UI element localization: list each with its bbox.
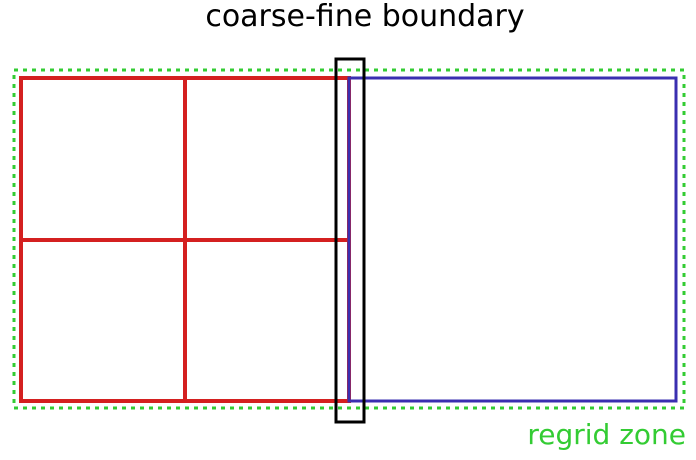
diagram-title: coarse-fine boundary: [205, 0, 524, 34]
coarse-fine-boundary-box: [334, 57, 366, 424]
regrid-zone-label: regrid zone: [527, 418, 686, 451]
coarse-grid-cell: [347, 76, 678, 403]
fine-grid: [19, 76, 351, 403]
regrid-zone-border: [12, 68, 686, 410]
